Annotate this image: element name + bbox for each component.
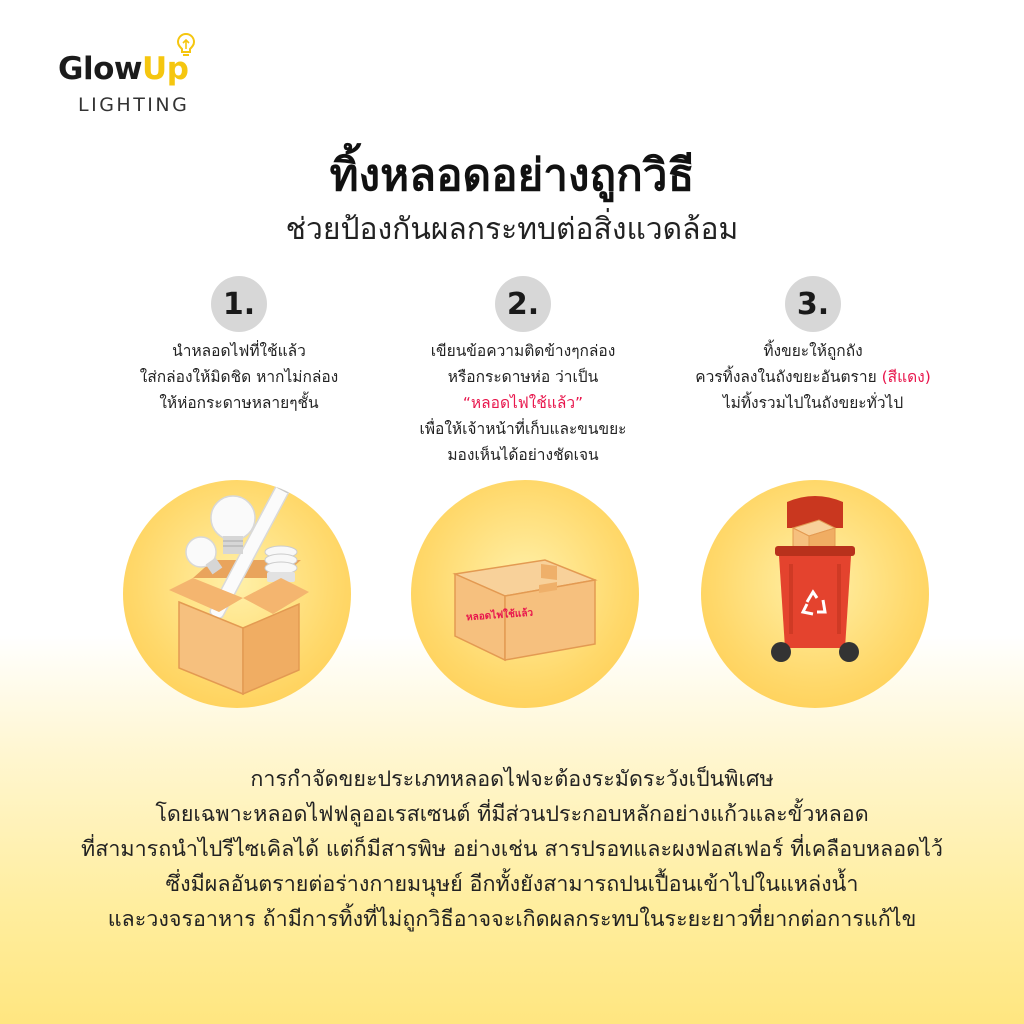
step-1: 1. นำหลอดไฟที่ใช้แล้ว ใส่กล่องให้มิดชิด …: [79, 276, 399, 416]
step-2-illustration: หลอดไฟใช้แล้ว: [411, 480, 639, 708]
box-with-bulbs-icon: [169, 480, 309, 696]
paragraph-line: โดยเฉพาะหลอดไฟฟลูออเรสเซนต์ ที่มีส่วนประ…: [155, 802, 869, 827]
step-line: เพื่อให้เจ้าหน้าที่เก็บและขนขยะ: [419, 420, 627, 438]
step-3: 3. ทิ้งขยะให้ถูกถัง ควรทิ้งลงในถังขยะอัน…: [653, 276, 973, 416]
step-line: เขียนข้อความติดข้างๆกล่อง: [430, 342, 616, 360]
brand-logo: GlowUp LIGHTING: [58, 32, 228, 120]
step-1-illustration: [123, 480, 351, 708]
page-subtitle: ช่วยป้องกันผลกระทบต่อสิ่งแวดล้อม: [285, 212, 739, 247]
step-description: นำหลอดไฟที่ใช้แล้ว ใส่กล่องให้มิดชิด หาก…: [79, 338, 399, 416]
recycle-icon: [800, 589, 827, 616]
step-highlight: “หลอดไฟใช้แล้ว”: [462, 394, 584, 412]
step-line-text: ควรทิ้งลงในถังขยะอันตราย: [695, 368, 882, 386]
page-title: ทิ้งหลอดอย่างถูกวิธี: [329, 150, 695, 201]
brand-name: GlowUp: [58, 51, 189, 87]
step-2: 2. เขียนข้อความติดข้างๆกล่อง หรือกระดาษห…: [363, 276, 683, 468]
brand-tagline: LIGHTING: [78, 94, 190, 116]
paragraph-line: การกำจัดขยะประเภทหลอดไฟจะต้องระมัดระวังเ…: [250, 767, 774, 792]
step-line: มองเห็นได้อย่างชัดเจน: [447, 446, 599, 464]
step-description: เขียนข้อความติดข้างๆกล่อง หรือกระดาษห่อ …: [363, 338, 683, 468]
step-line: นำหลอดไฟที่ใช้แล้ว: [172, 342, 306, 360]
step-line: ใส่กล่องให้มิดชิด หากไม่กล่อง: [139, 368, 339, 386]
step-description: ทิ้งขยะให้ถูกถัง ควรทิ้งลงในถังขยะอันตรา…: [653, 338, 973, 416]
lightbulb-icon: [176, 32, 196, 56]
step-number: 2.: [495, 276, 551, 332]
step-line: ควรทิ้งลงในถังขยะอันตราย (สีแดง): [653, 364, 973, 390]
step-line: หรือกระดาษห่อ ว่าเป็น: [447, 368, 599, 386]
paragraph-line: และวงจรอาหาร ถ้ามีการทิ้งที่ไม่ถูกวิธีอา…: [107, 907, 917, 932]
labeled-box-icon: [452, 559, 598, 662]
step-3-illustration: [701, 480, 929, 708]
step-number: 3.: [785, 276, 841, 332]
brand-name-part1: Glow: [58, 51, 143, 87]
step-number: 1.: [211, 276, 267, 332]
paragraph-line: ที่สามารถนำไปรีไซเคิลได้ แต่ก็มีสารพิษ อ…: [81, 837, 943, 862]
red-hazard-bin-icon: [771, 496, 859, 662]
brand-name-part2: Up: [142, 51, 189, 87]
step-highlight: (สีแดง): [881, 368, 931, 386]
step-line: ให้ห่อกระดาษหลายๆชั้น: [159, 394, 319, 412]
step-line: ทิ้งขยะให้ถูกถัง: [763, 342, 863, 360]
info-paragraph: การกำจัดขยะประเภทหลอดไฟจะต้องระมัดระวังเ…: [0, 762, 1024, 937]
paragraph-line: ซึ่งมีผลอันตรายต่อร่างกายมนุษย์ อีกทั้งย…: [165, 872, 859, 897]
step-line: ไม่ทิ้งรวมไปในถังขยะทั่วไป: [722, 394, 904, 412]
